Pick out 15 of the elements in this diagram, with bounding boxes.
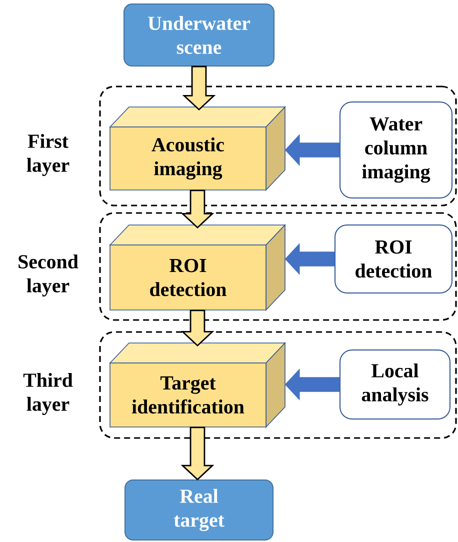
block-arrow — [182, 66, 216, 111]
block-arrow — [284, 243, 335, 275]
layer-label: Third layer — [23, 372, 73, 416]
layer-label: Second layer — [18, 254, 78, 297]
block-arrow — [180, 426, 214, 480]
input-box: Local analysis — [340, 350, 450, 420]
block-arrow — [284, 368, 340, 400]
input-box: ROI detection — [334, 224, 452, 294]
block-arrow — [180, 310, 214, 347]
input-box: Water column imaging — [340, 102, 452, 198]
block-arrow — [284, 134, 340, 166]
terminal-box: Real target — [124, 480, 274, 540]
terminal-box: Underwater scene — [124, 4, 274, 66]
block-arrow — [180, 190, 214, 229]
layer-label: First layer — [26, 134, 70, 176]
